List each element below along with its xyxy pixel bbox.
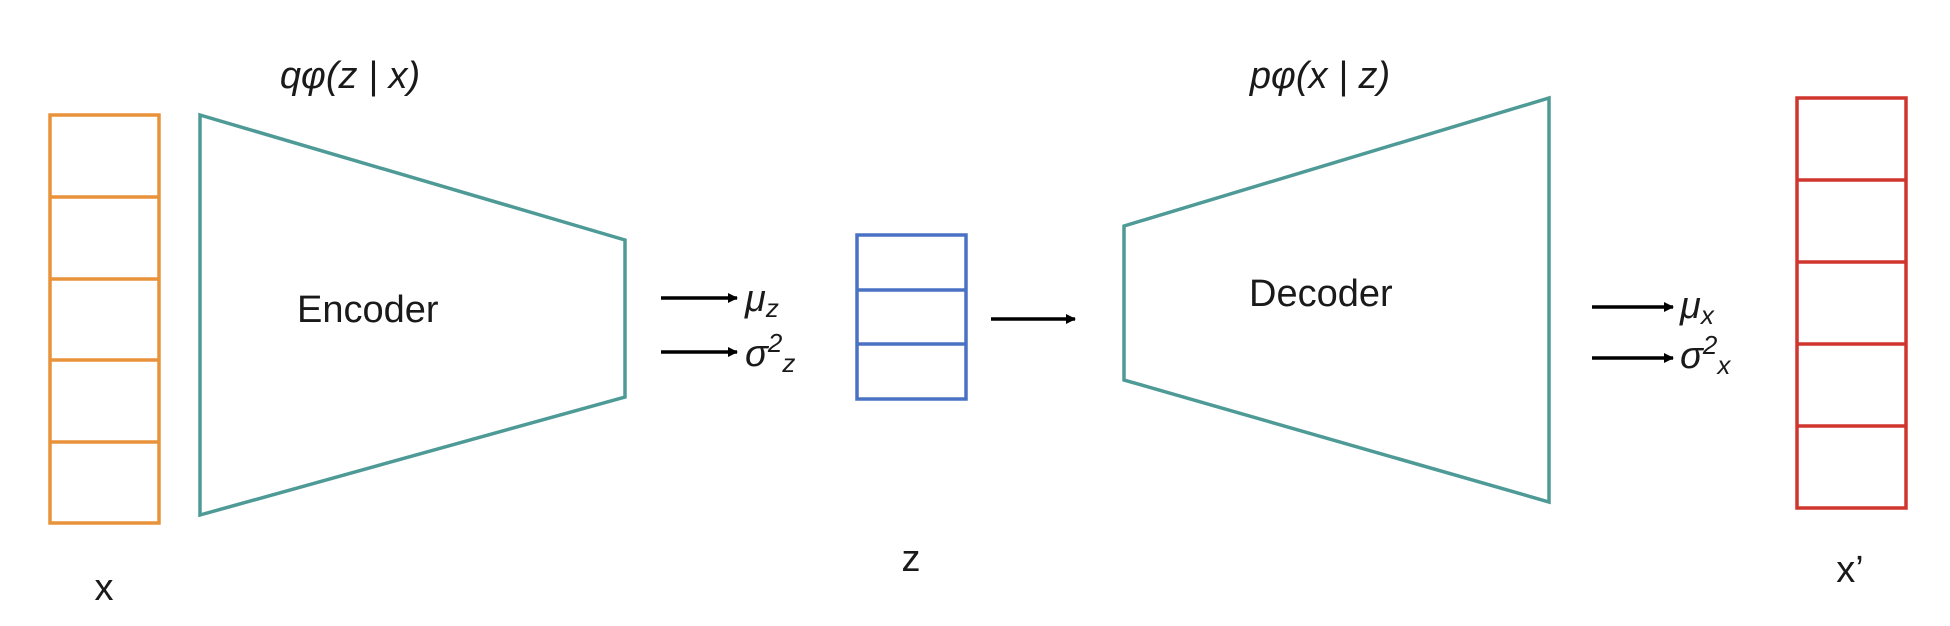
sigma-x-superscript: 2 [1702,330,1718,360]
sigma-x-symbol: σ [1680,335,1705,377]
mu-z-symbol: μ [744,278,766,320]
sigma-x-label: σ2x [1680,330,1731,380]
output-vector [1795,96,1908,510]
mu-x-label: μx [1679,285,1715,330]
input-vector [48,113,161,525]
output-label: x’ [1836,549,1863,591]
mu-x-subscript: x [1699,300,1715,330]
encoder-distribution-text: qφ(z | x) [280,55,420,97]
mu-z-label: μz [744,278,779,323]
latent-label: z [902,538,921,580]
latent-vector [855,233,968,401]
input-label: x [95,567,114,609]
encoder-block [198,112,627,518]
sigma-z-symbol: σ [745,333,770,375]
encoder-distribution: qφ(z | x) [280,55,420,97]
decoder-block [1122,95,1551,505]
decoder-distribution: pφ(x | z) [1249,55,1390,97]
sigma-z-subscript: z [781,348,795,378]
sigma-x-subscript: x [1715,350,1731,380]
encoder-label: Encoder [297,289,439,331]
decoder-distribution-text: pφ(x | z) [1249,55,1390,97]
mu-x-symbol: μ [1679,285,1701,327]
decoder-label: Decoder [1249,273,1393,315]
sigma-z-label: σ2z [745,328,795,378]
mu-z-subscript: z [765,293,779,323]
sigma-z-superscript: 2 [767,328,783,358]
